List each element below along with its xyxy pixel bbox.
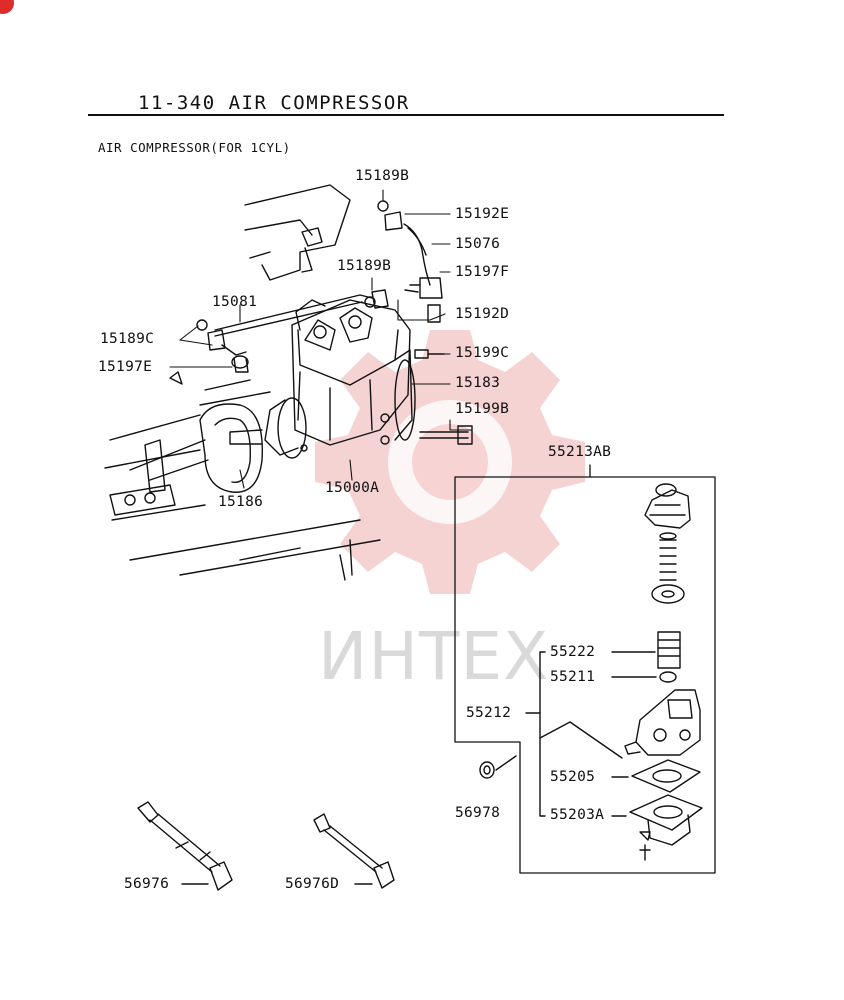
gear-housing: [109, 403, 264, 516]
part-label-56976: 56976: [124, 876, 170, 892]
governor-box: [454, 464, 716, 874]
part-label-56976d: 56976D: [285, 876, 340, 892]
part-label-55205: 55205: [550, 769, 596, 785]
part-label-15000a: 15000A: [325, 480, 380, 496]
delivery-pipe: [377, 200, 443, 323]
part-label-15189b-top: 15189B: [355, 168, 410, 184]
part-label-55222: 55222: [550, 644, 596, 660]
part-label-15197f: 15197F: [455, 264, 510, 280]
hose-56976: [137, 801, 233, 891]
part-label-15192d: 15192D: [455, 306, 510, 322]
part-label-55213ab: 55213AB: [548, 444, 612, 460]
page-title: 11-340 AIR COMPRESSOR: [138, 92, 410, 114]
diagram-subtitle: AIR COMPRESSOR(FOR 1CYL): [98, 140, 291, 155]
part-label-55203a: 55203A: [550, 807, 605, 823]
part-label-15186: 15186: [218, 494, 264, 510]
part-label-15199b: 15199B: [455, 401, 510, 417]
governor-parts: [525, 483, 703, 861]
part-label-15192e: 15192E: [455, 206, 510, 222]
part-label-15183: 15183: [455, 375, 501, 391]
part-label-15081: 15081: [212, 294, 258, 310]
washer-56978: [479, 755, 517, 779]
part-label-15199c: 15199C: [455, 345, 510, 361]
bolts-right: [169, 349, 473, 445]
leader-lines: [169, 189, 473, 489]
part-label-15189c: 15189C: [100, 331, 155, 347]
part-label-15189b-mid: 15189B: [337, 258, 392, 274]
compressor-body: [229, 299, 416, 459]
part-label-55211: 55211: [550, 669, 596, 685]
title-rule: [88, 114, 724, 116]
watermark-text: ИНТЕХ: [318, 618, 550, 695]
part-label-15197e: 15197E: [98, 359, 153, 375]
part-label-55212: 55212: [466, 705, 512, 721]
corner-badge: [0, 0, 14, 14]
part-label-56978: 56978: [455, 805, 501, 821]
part-label-15076: 15076: [455, 236, 501, 252]
pipe-56976d: [313, 813, 395, 889]
engine-block-outline: [104, 184, 381, 581]
